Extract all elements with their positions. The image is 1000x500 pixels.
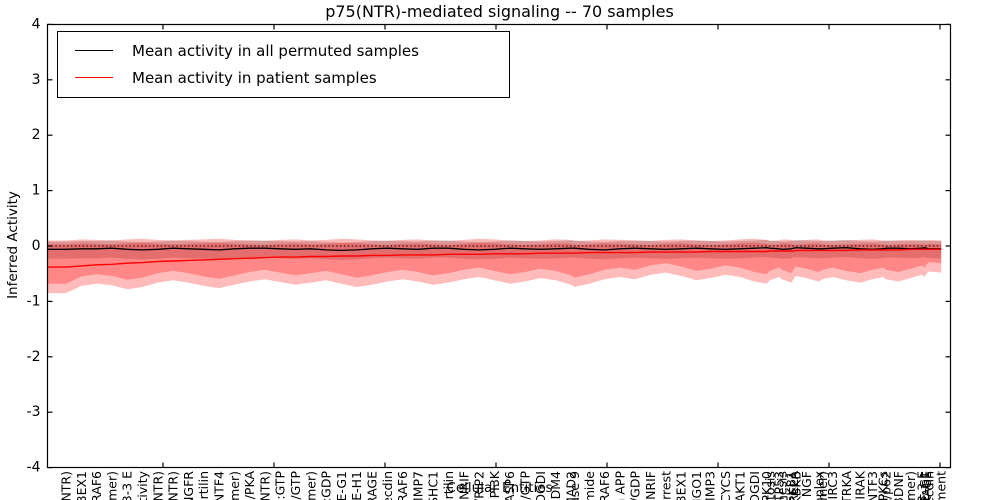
patient-mean-line (47, 248, 942, 268)
x-category-label: NTF4 (212, 471, 227, 500)
x-category-label: IKBKB (788, 471, 803, 500)
x-category-label: proNGF (dimer)/p75(NTR)/Sortilin/TRAF6 (395, 471, 410, 500)
patient-band-outer (47, 238, 942, 294)
permuted-line-swatch (75, 50, 113, 51)
y-tick-label: -4 (27, 460, 41, 476)
legend: Mean activity in all permuted samples Me… (57, 31, 510, 98)
x-category-label: proBDNF (dimer) (903, 471, 918, 500)
x-category-label: NGF (dimer)/TRKA (839, 471, 854, 500)
legend-item-patient: Mean activity in patient samples (58, 64, 509, 91)
x-category-label: proNGF (dimer)/p75(NTR)/Sortilin/MAGE-G1 (334, 471, 349, 500)
x-axis-label: Cellular Entities (446, 480, 553, 496)
x-category-label: PI3K (487, 470, 502, 498)
x-category-label: neuron fate commitment (934, 471, 949, 500)
x-category-label: mol:GTP (273, 471, 288, 500)
x-category-label: proNGF (dimer)/p75(NTR)/Sortilin/MAGE-H1 (349, 471, 364, 500)
x-category-label: proNGF (dimer)/p75(NTR)/Sortilin/TRAF6/N… (456, 471, 471, 500)
x-category-label: SMAD2 (563, 471, 578, 500)
permuted-mean-line (47, 247, 942, 252)
y-tick-label: 1 (32, 183, 41, 199)
x-category-label: proBDNF (dimer)/p75(NTR)/Sortilin/TRAF6 (597, 471, 612, 500)
x-category-label: proBDNF (dimer)/p75(NTR)/Sortilin/TRAF6/… (643, 471, 658, 500)
x-category-label: NTF3 (865, 471, 880, 500)
legend-label-patient: Mean activity in patient samples (132, 68, 377, 87)
x-category-label: SHC1 (426, 471, 441, 500)
x-category-label: apoptosis (762, 471, 777, 500)
x-category-label: proBDNF (dimer)/p75(NTR)/Sortilin/MAGE-G… (917, 471, 932, 500)
patient-band-inner (47, 242, 942, 284)
legend-item-permuted: Mean activity in all permuted samples (58, 37, 509, 64)
x-category-label: proNGF (dimer)/p75(NTR)/Sortilin/NADE/14… (120, 471, 135, 500)
x-category-label: NGF (dimer)/p75(NTR) (150, 471, 165, 500)
x-category-label: proNGF (dimer) (815, 471, 830, 500)
x-category-label: RhoA/GDP/RHOGDI (533, 471, 548, 500)
x-category-label: RAC1/GTP (518, 471, 533, 500)
x-category-label: NGFR (181, 471, 196, 500)
x-category-label: PRDM4 (548, 471, 563, 500)
x-category-label: NGF (dimer)/p75(NTR)/TRAF6/RIP2 (472, 471, 487, 500)
x-category-label: NT3 (dimer)/p75(NTR) (166, 471, 181, 500)
x-category-label: proBDNF (dimer)/p75(NTR)/Sortilin/Necdin (921, 471, 936, 500)
x-category-label: NT-4/5 (dimer)/p75(NTR)/TRAF6 (89, 471, 104, 500)
chart-title: p75(NTR)-mediated signaling -- 70 sample… (325, 2, 674, 21)
y-axis-label: Inferred Activity (5, 191, 21, 299)
y-tick-label: -1 (27, 293, 41, 309)
x-category-label: NGF (dimer) (303, 471, 318, 500)
x-category-label: TP53 (772, 471, 787, 500)
y-tick-label: 2 (32, 127, 41, 143)
y-tick-label: 3 (32, 72, 41, 88)
x-category-label: AKT1 (733, 471, 748, 500)
x-category-label: BIRC3 (825, 471, 840, 500)
x-category-label: neuron projection morphogenesis (775, 471, 790, 500)
x-category-label: proBDNF (dimer)/p75(NTR)/Sortilin/NADE/1… (915, 471, 930, 500)
x-category-label: NFKB1 (784, 471, 799, 500)
x-category-label: RELA (786, 471, 801, 500)
patient-line-swatch (75, 77, 113, 78)
x-category-label: NGF (799, 471, 814, 497)
y-tick-label: 0 (32, 238, 41, 254)
y-tick-label: -2 (27, 349, 41, 365)
x-category-label: mol:GDP (319, 471, 334, 500)
x-category-label: NGF (dimer)/p75(NTR)/TRAF6/RIP2/IRAK (853, 470, 868, 500)
x-category-label: MMP7 (410, 471, 425, 500)
x-category-label: activation of caspase activity (135, 470, 150, 500)
x-category-label: NGF (dimer)/p75(NTR)/PKA (242, 471, 257, 500)
x-category-label: BDNF (891, 471, 906, 500)
x-category-label: proBDNF (dimer)/p75(NTR)/Sortilin/NRAGE (919, 471, 934, 500)
x-category-label: NT-4/5 (dimer) (227, 471, 242, 500)
y-tick-label: -3 (27, 404, 41, 420)
x-category-label: p75(NTR)/beta APP (612, 471, 627, 500)
x-category-label: CYCS (718, 471, 733, 500)
x-category-label: MGDIs/NGR/p75(NTR)/LINGO1/RHOGDI (747, 471, 762, 500)
x-category-label: NGF (dimer)/p75(NTR)/TRAF6/RIP2/IRAK/p62 (879, 471, 894, 500)
x-category-label: NGF (dimer)/p75(NTR)/TRAF6/RIP2/IRAK/p62… (876, 471, 891, 500)
x-category-label: proNGF (dimer)/p75(NTR)/Sortilin (196, 471, 211, 500)
x-category-label: APAF1/Caspase 9 (567, 471, 582, 500)
x-category-label: BDNF (dimer) (104, 471, 119, 500)
x-category-label: MAPK10 (759, 471, 774, 500)
x-category-label: NGF (dimer)/p75(NTR)/BEX1 (74, 471, 89, 500)
x-category-label: MGDIs/NGR/p75(NTR)/LINGO1 (689, 471, 704, 500)
x-category-label: NT-4/5 (dimer)/p75(NTR) (59, 471, 74, 500)
x-category-label: BEX1 (674, 471, 689, 500)
x-category-label: gamma secretase complex (811, 471, 826, 500)
x-category-label: MMP3 (703, 471, 718, 500)
x-category-label: CASP6 (502, 471, 517, 500)
x-category-label: cell cycle arrest (658, 471, 673, 500)
x-category-label: RhoA-B-C/GTP (288, 471, 303, 500)
x-category-label: RhoA-B-C/GDP (628, 471, 643, 500)
x-category-label: mol:ceramide (582, 471, 597, 500)
x-category-label: proNGF (dimer)/p75(NTR)/Sortilin/Necdin (380, 471, 395, 500)
y-tick-label: 4 (32, 16, 41, 32)
x-category-label: proNGF (dimer)/p75(NTR)/Sortilin/NRAGE (365, 471, 380, 500)
x-category-label: proBDNF (dimer)/p75(NTR)/Sortilin (441, 471, 456, 500)
x-category-label: BDNF (dimer)/p75(NTR) (257, 471, 272, 500)
legend-label-permuted: Mean activity in all permuted samples (132, 41, 419, 60)
